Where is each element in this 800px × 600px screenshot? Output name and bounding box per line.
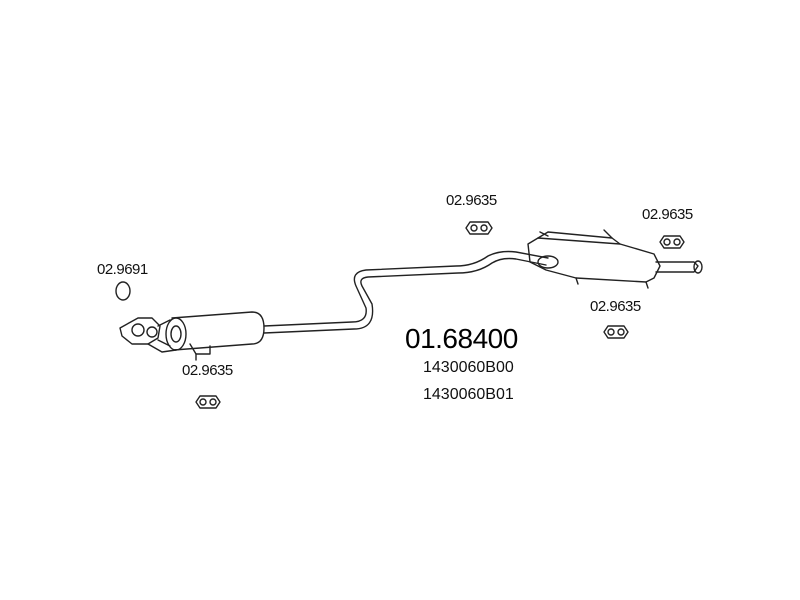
rubber-hanger-mid <box>465 221 493 235</box>
callout-hanger-rear-top: 02.9635 <box>642 206 693 223</box>
rubber-hanger-front <box>195 395 221 409</box>
tail-pipe <box>655 260 703 274</box>
mid-pipe <box>263 250 549 334</box>
callout-hanger-front: 02.9635 <box>182 362 233 379</box>
rubber-hanger-rear-top <box>659 235 685 249</box>
callout-hanger-mid: 02.9635 <box>446 192 497 209</box>
rear-silencer <box>527 229 661 289</box>
oem-number-1: 1430060B00 <box>423 359 514 376</box>
front-silencer <box>165 311 265 361</box>
rubber-hanger-rear-bottom <box>603 325 629 339</box>
callout-hanger-rear-bottom: 02.9635 <box>590 298 641 315</box>
ring-gasket <box>115 281 131 301</box>
main-part-number: 01.68400 <box>405 323 518 354</box>
front-inlet-flange <box>119 317 177 353</box>
oem-number-2: 1430060B01 <box>423 386 514 403</box>
callout-ring-gasket: 02.9691 <box>97 261 148 278</box>
